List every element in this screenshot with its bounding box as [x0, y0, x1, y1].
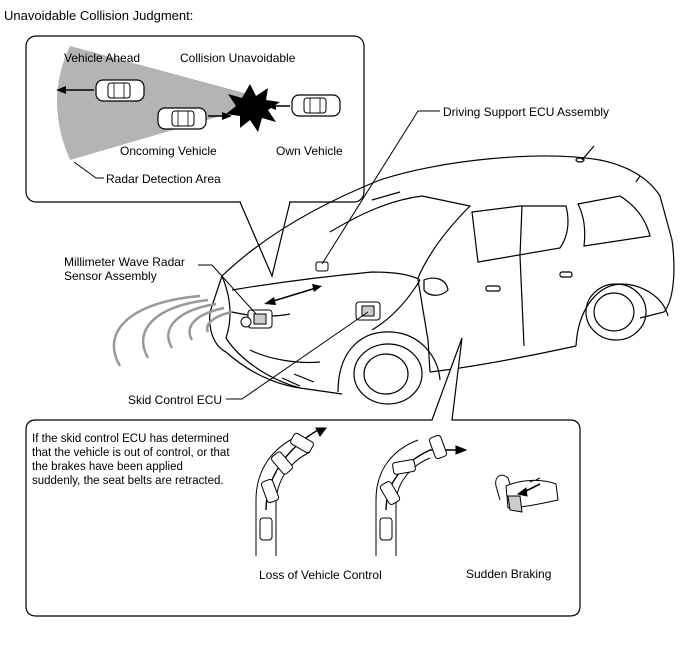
arrow-right-icon: [222, 112, 232, 120]
sudden-braking-label: Sudden Braking: [466, 567, 552, 581]
vehicle-ahead-label: Vehicle Ahead: [64, 51, 141, 65]
bottom-panel: [25, 337, 581, 617]
driving-support-ecu-label: Driving Support ECU Assembly: [443, 105, 610, 119]
radar-detection-area: [57, 46, 262, 160]
double-arrow-icon: [264, 284, 322, 305]
radar-sensor-component: [240, 309, 273, 329]
radar-waves: [112, 294, 233, 367]
loss-of-control-road-right: [375, 434, 468, 556]
own-vehicle-label: Own Vehicle: [276, 144, 343, 158]
driving-support-ecu-component: [315, 261, 329, 272]
top-panel: [25, 35, 365, 278]
bottom-panel-description: If the skid control ECU has determined t…: [32, 433, 230, 487]
radar-detection-area-label: Radar Detection Area: [106, 172, 221, 186]
collision-burst-icon: [226, 84, 280, 132]
vehicle-ahead-car-icon: [95, 79, 145, 102]
loss-of-control-road-left: [255, 427, 327, 556]
page-title: Unavoidable Collision Judgment:: [4, 8, 194, 23]
oncoming-vehicle-car-icon: [157, 107, 207, 130]
brake-pedal-icon: [495, 474, 559, 513]
oncoming-vehicle-label: Oncoming Vehicle: [120, 144, 217, 158]
radar-sensor-label-line2: Sensor Assembly: [64, 269, 157, 283]
arrow-left-icon: [56, 86, 66, 94]
collision-unavoidable-label: Collision Unavoidable: [180, 51, 296, 65]
top-panel-tail: [239, 201, 291, 278]
radar-sensor-label-line1: Millimeter Wave Radar: [64, 255, 185, 269]
own-vehicle-car-icon: [291, 94, 341, 117]
skid-control-ecu-label: Skid Control ECU: [128, 393, 223, 407]
bottom-panel-frame: [25, 337, 581, 617]
leader-lines: [198, 110, 440, 400]
arrow-left-icon: [266, 102, 276, 110]
loss-of-control-label: Loss of Vehicle Control: [259, 568, 382, 582]
skid-control-ecu-component: [355, 301, 381, 321]
